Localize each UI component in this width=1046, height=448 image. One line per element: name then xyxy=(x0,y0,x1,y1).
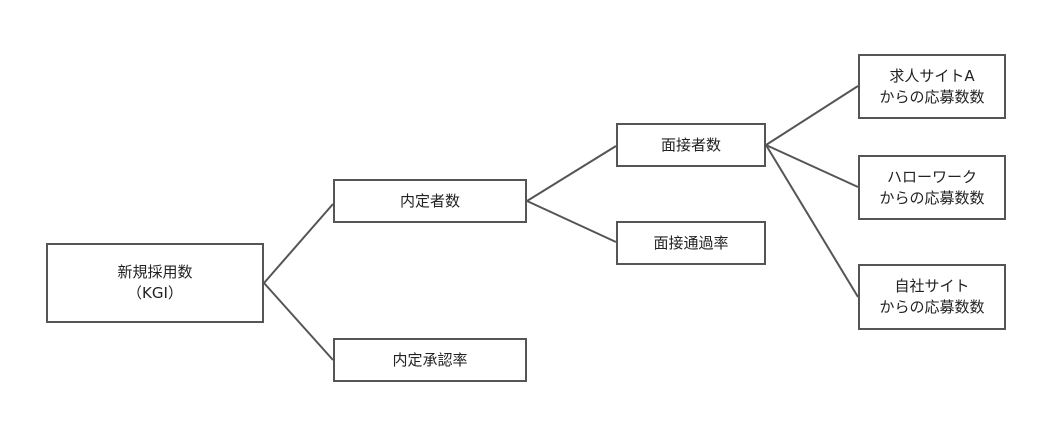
edge-root-offers xyxy=(263,203,334,284)
node-offer-count: 内定者数 xyxy=(333,179,527,223)
node-interview-pass-rate: 面接通過率 xyxy=(616,221,766,265)
node-interviewee-count: 面接者数 xyxy=(616,123,766,167)
node-label: 新規採用数 （KGI） xyxy=(117,263,193,302)
node-label: 内定承認率 xyxy=(392,350,468,369)
edge-offers-pass xyxy=(526,200,617,243)
node-applications-job-site-a: 求人サイトA からの応募数数 xyxy=(858,54,1006,119)
edge-interv-hello xyxy=(765,144,859,188)
node-applications-hello-work: ハローワーク からの応募数数 xyxy=(858,155,1006,220)
node-label: 自社サイト からの応募数数 xyxy=(879,277,985,316)
node-label: ハローワーク からの応募数数 xyxy=(879,167,985,207)
node-label: 内定者数 xyxy=(399,191,460,210)
node-offer-acceptance-rate: 内定承認率 xyxy=(333,338,527,382)
edge-interv-srcA xyxy=(765,85,859,146)
node-new-hires-kgi: 新規採用数 （KGI） xyxy=(46,243,264,323)
node-label: 面接者数 xyxy=(660,135,721,154)
edge-interv-own xyxy=(765,144,859,298)
node-label: 面接通過率 xyxy=(653,233,729,252)
edge-offers-interv xyxy=(526,145,617,202)
node-applications-own-site: 自社サイト からの応募数数 xyxy=(858,264,1006,330)
edge-root-accept xyxy=(263,282,334,361)
node-label: 求人サイトA からの応募数数 xyxy=(879,66,985,106)
